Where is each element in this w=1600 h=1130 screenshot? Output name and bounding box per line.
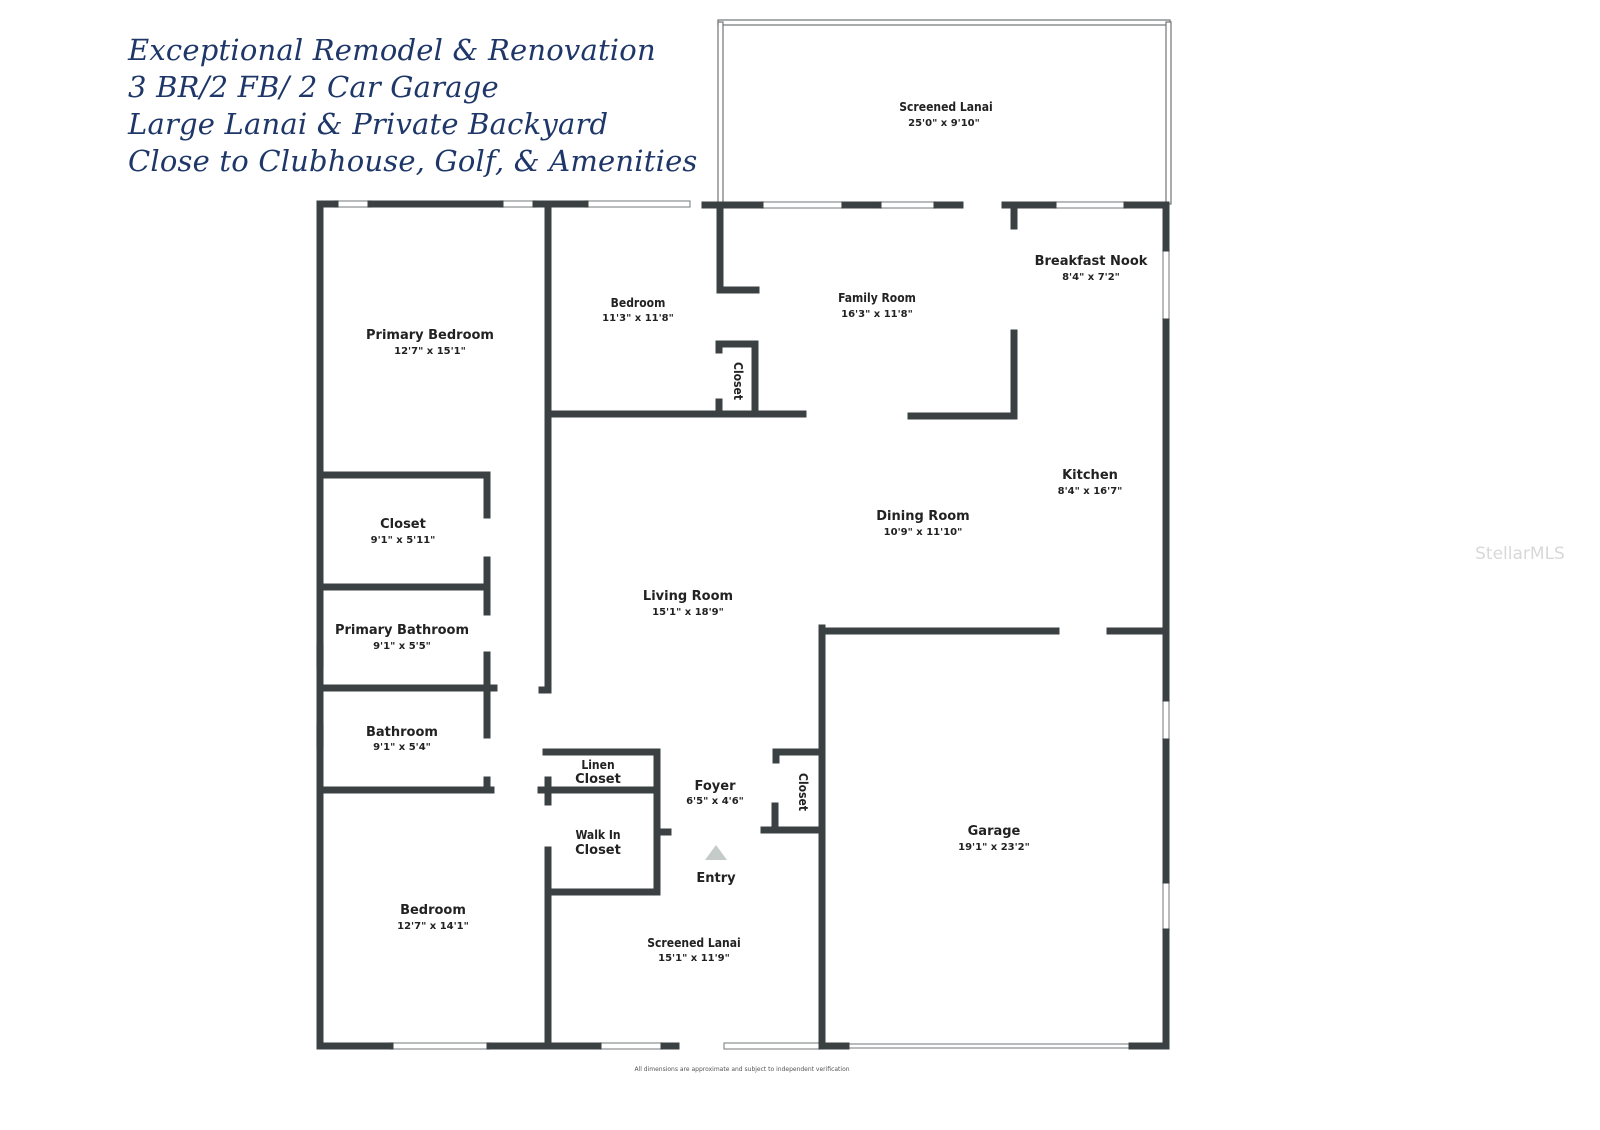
room-name: Screened Lanai: [647, 936, 740, 950]
room-name: Primary Bathroom: [335, 623, 469, 638]
room-dims: 8'4" x 16'7": [1058, 486, 1123, 497]
headline-line: Large Lanai & Private Backyard: [128, 107, 609, 141]
room-dims: 12'7" x 14'1": [397, 921, 469, 932]
listing-headline: Exceptional Remodel & Renovation 3 BR/2 …: [128, 32, 698, 180]
room-dims: 9'1" x 5'11": [371, 535, 436, 546]
room-name: Living Room: [643, 589, 733, 604]
room-name: Closet: [796, 773, 810, 811]
room-name: Bathroom: [366, 725, 438, 740]
walls: [316, 200, 1170, 1050]
room-dims: 16'3" x 11'8": [841, 309, 913, 320]
room-name: Linen: [581, 758, 614, 772]
room-name: Family Room: [838, 291, 916, 305]
room-dims: 10'9" x 11'10": [884, 527, 963, 538]
room-name: Closet: [731, 362, 745, 400]
room-dims: 15'1" x 11'9": [658, 953, 730, 964]
room-dims: 19'1" x 23'2": [958, 842, 1030, 853]
disclaimer: All dimensions are approximate and subje…: [634, 1066, 849, 1073]
room-name: Closet: [380, 517, 426, 532]
entry-arrow-icon: [705, 845, 727, 860]
room-name: Closet: [575, 843, 621, 858]
watermark: StellarMLS: [1475, 544, 1565, 564]
room-name: Entry: [696, 871, 736, 886]
room-name: Foyer: [695, 779, 737, 794]
room-dims: 9'1" x 5'5": [373, 641, 431, 652]
room-name: Primary Bedroom: [366, 328, 494, 343]
room-labels: Screened Lanai 25'0" x 9'10" Breakfast N…: [335, 100, 1148, 964]
room-dims: 6'5" x 4'6": [686, 796, 744, 807]
room-dims: 11'3" x 11'8": [602, 313, 674, 324]
room-name: Bedroom: [611, 296, 666, 310]
room-dims: 25'0" x 9'10": [908, 118, 980, 129]
room-name: Garage: [968, 824, 1021, 839]
room-name: Screened Lanai: [899, 100, 992, 114]
headline-line: Close to Clubhouse, Golf, & Amenities: [128, 144, 698, 178]
room-dims: 8'4" x 7'2": [1062, 272, 1120, 283]
headline-line: 3 BR/2 FB/ 2 Car Garage: [128, 70, 499, 104]
room-dims: 9'1" x 5'4": [373, 742, 431, 753]
room-name: Bedroom: [400, 903, 466, 918]
room-name: Closet: [575, 772, 621, 787]
room-name: Walk In: [575, 828, 620, 842]
room-dims: 15'1" x 18'9": [652, 607, 724, 618]
room-name: Kitchen: [1062, 468, 1118, 483]
room-name: Breakfast Nook: [1035, 254, 1148, 269]
headline-line: Exceptional Remodel & Renovation: [128, 33, 656, 67]
room-dims: 12'7" x 15'1": [394, 346, 466, 357]
rear-lanai-screen: [717, 19, 1172, 205]
room-name: Dining Room: [876, 509, 969, 524]
